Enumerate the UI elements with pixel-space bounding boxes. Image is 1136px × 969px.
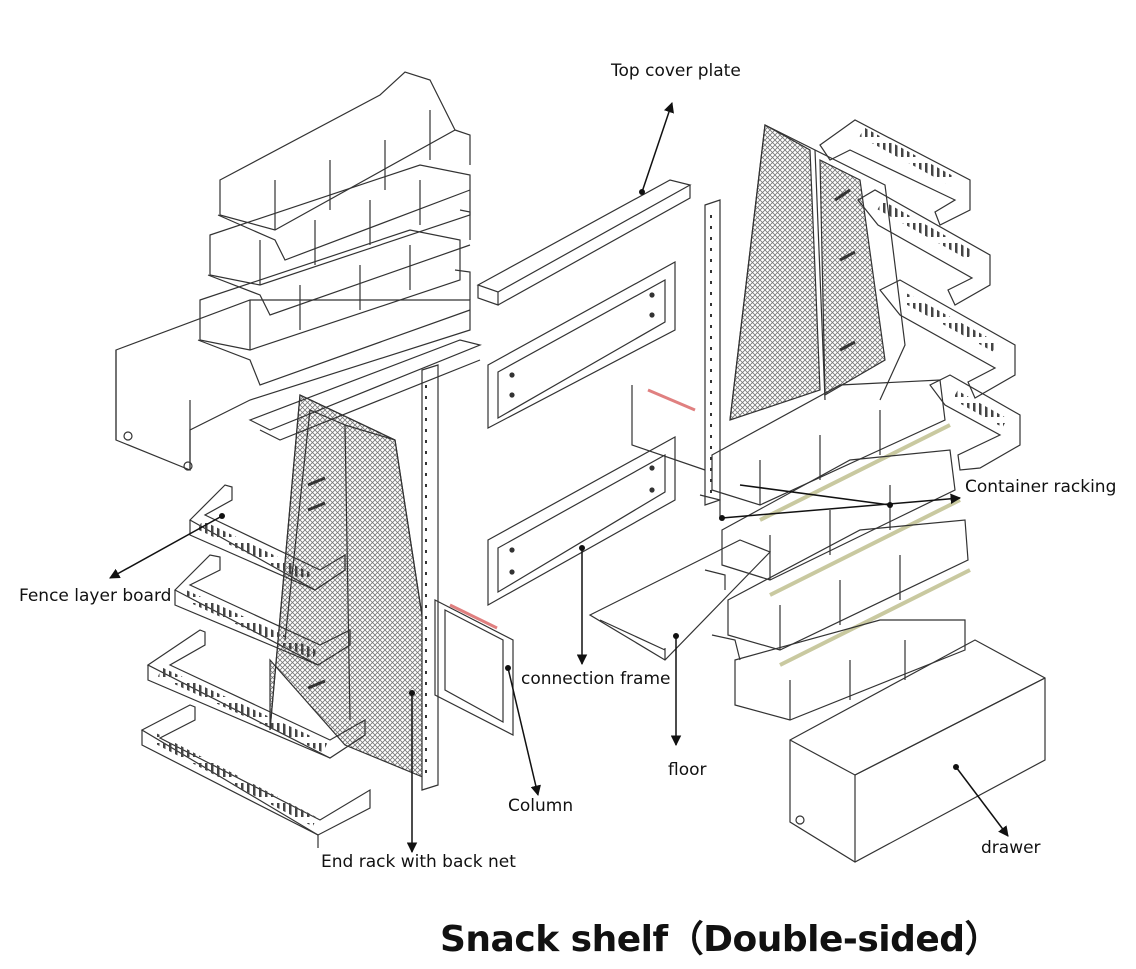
leader-top-cover-plate [639, 102, 674, 195]
label-connection-frame: connection frame [521, 669, 671, 689]
leader-container-racking-1 [719, 493, 962, 521]
right-end-rack [631, 124, 906, 506]
right-fence-boards [819, 119, 1021, 471]
top-cover-plate [476, 179, 692, 306]
leader-fence-layer-board [109, 513, 225, 579]
label-top-cover-plate: Top cover plate [611, 61, 741, 81]
label-container-racking: Container racking [965, 477, 1117, 497]
label-drawer: drawer [981, 838, 1041, 858]
label-end-rack: End rack with back net [321, 852, 516, 872]
left-end-rack [269, 364, 439, 791]
right-floor-plate [588, 539, 772, 661]
diagram-title: Snack shelf（Double-sided） [440, 919, 1001, 960]
left-floor-plate [248, 339, 482, 441]
connection-frame-upper [487, 260, 676, 429]
connection-frame-lower [487, 435, 676, 607]
column-frame [434, 599, 514, 736]
right-container-racking [699, 379, 971, 721]
leader-drawer [953, 764, 1009, 837]
drawer-box [789, 639, 1046, 863]
top-left-container-racking [115, 71, 471, 471]
leader-container-racking-2 [739, 484, 893, 508]
label-floor: floor [668, 760, 707, 780]
leader-column [505, 665, 541, 797]
label-column: Column [508, 796, 574, 816]
label-fence-layer-board: Fence layer board [19, 586, 172, 606]
leader-lines [109, 102, 1009, 854]
